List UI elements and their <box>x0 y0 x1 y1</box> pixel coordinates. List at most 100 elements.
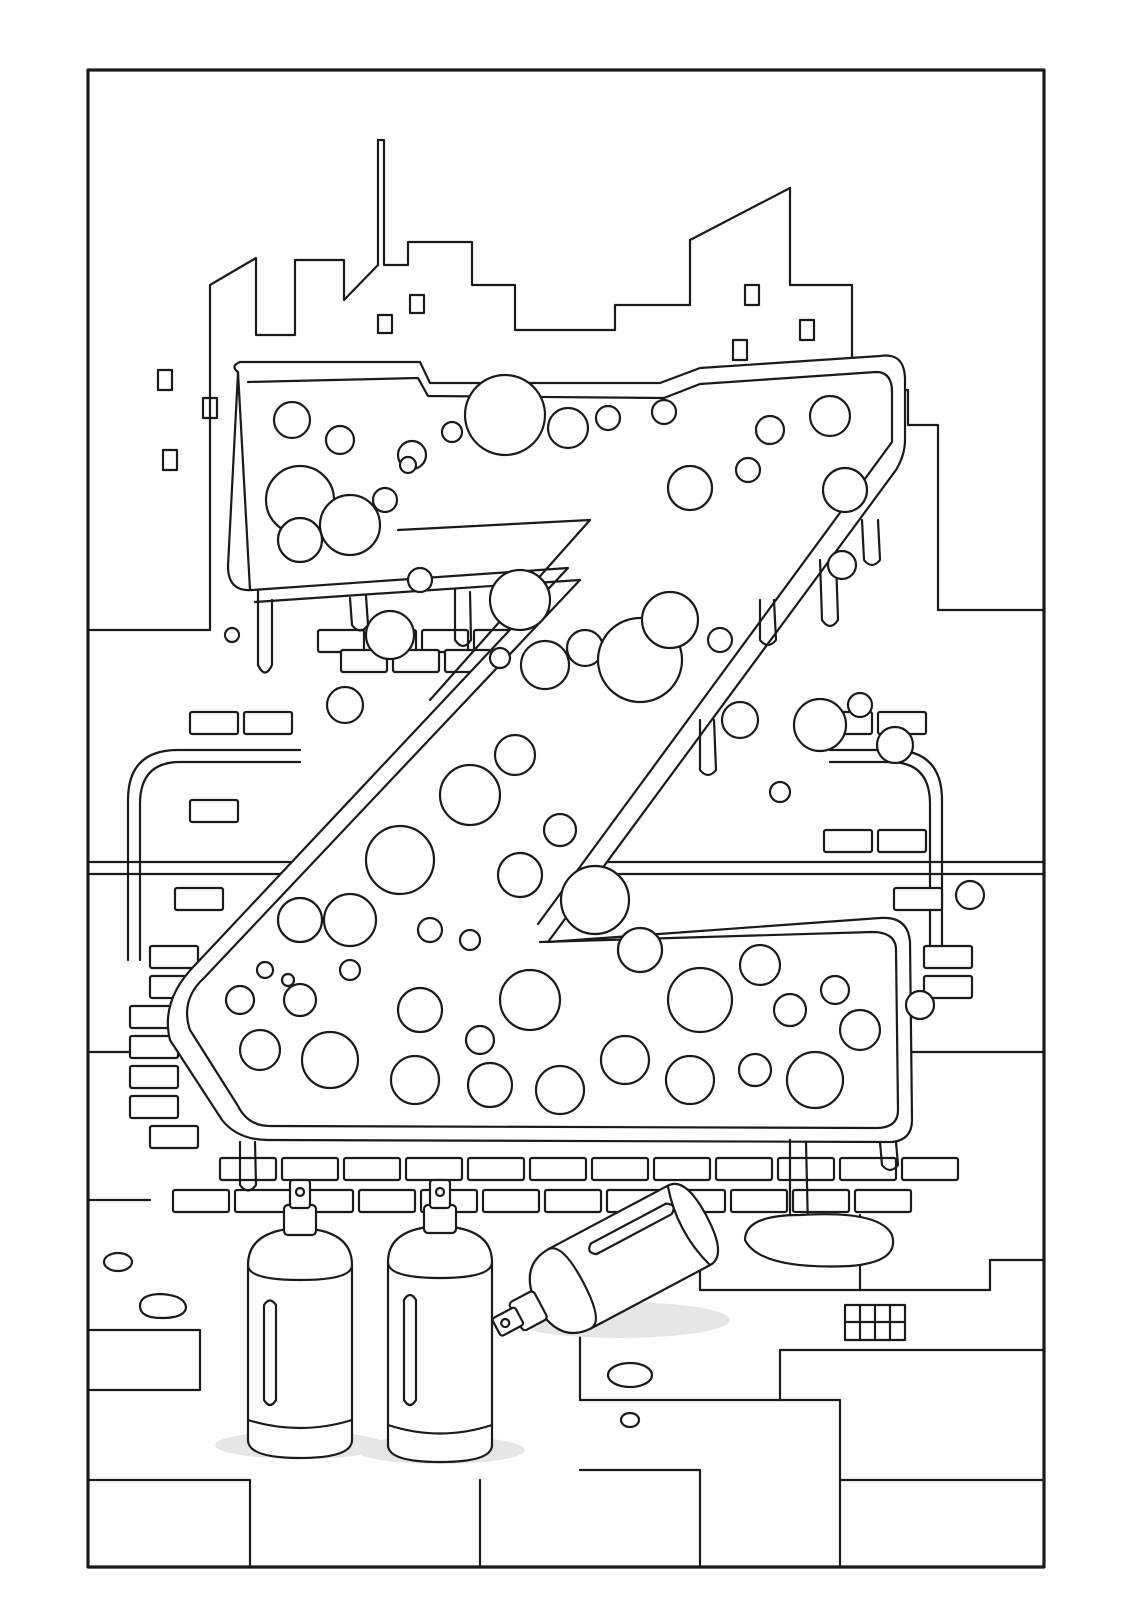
bubble <box>338 958 362 982</box>
brick <box>922 944 974 970</box>
brick <box>148 1124 200 1150</box>
bubble <box>438 763 502 827</box>
bubble <box>496 851 544 899</box>
bubble <box>792 697 848 753</box>
bubble <box>737 1052 773 1088</box>
building-window <box>161 448 179 472</box>
bubble <box>666 966 734 1034</box>
bubble <box>734 456 762 484</box>
bubble <box>488 646 512 670</box>
brick <box>822 828 874 854</box>
bubble <box>318 493 382 557</box>
bubble <box>772 992 808 1028</box>
bubble <box>398 455 418 475</box>
bubble <box>371 486 399 514</box>
bubble <box>463 373 547 457</box>
bubble <box>594 404 622 432</box>
building-window <box>798 318 816 342</box>
bubble <box>821 466 869 514</box>
bubble <box>364 609 416 661</box>
bubble <box>546 406 590 450</box>
bubble <box>325 685 365 725</box>
brick <box>714 1156 774 1182</box>
brick <box>853 1188 913 1214</box>
bubble <box>324 424 356 456</box>
brick <box>481 1188 541 1214</box>
bubble <box>466 1061 514 1109</box>
building-window <box>201 396 219 420</box>
fallen-spray-can <box>491 1182 730 1338</box>
bubble <box>534 1064 586 1116</box>
bubble <box>280 972 296 988</box>
bubble <box>300 1030 360 1090</box>
bubble <box>493 733 537 777</box>
bubble <box>276 516 324 564</box>
bubble <box>904 989 936 1021</box>
bubble <box>838 1008 882 1052</box>
bubble <box>875 725 915 765</box>
brick <box>420 628 470 654</box>
bubble <box>954 879 986 911</box>
bubble <box>488 568 552 632</box>
standing-spray-can <box>355 1178 525 1464</box>
bubble <box>224 984 256 1016</box>
bubble <box>826 549 858 581</box>
brick <box>233 1188 293 1214</box>
brick <box>404 1156 464 1182</box>
bubble <box>464 1024 496 1056</box>
tiled-pavement <box>86 1198 1046 1569</box>
bubble <box>599 1034 651 1086</box>
standing-spray-can <box>215 1178 385 1460</box>
bubble <box>819 974 851 1006</box>
bubble <box>255 960 275 980</box>
bubble <box>846 691 874 719</box>
brick <box>900 1156 960 1182</box>
brick <box>242 710 294 736</box>
brick <box>280 1156 340 1182</box>
bubble <box>519 639 571 691</box>
brick <box>218 1156 278 1182</box>
bubble <box>754 414 786 446</box>
brick <box>173 886 225 912</box>
brick <box>316 628 366 654</box>
bubble <box>559 864 631 936</box>
brick <box>922 974 974 1000</box>
brick <box>339 648 389 674</box>
brick <box>729 1188 789 1214</box>
brick <box>876 828 928 854</box>
bubble <box>666 464 714 512</box>
bubble <box>706 626 734 654</box>
bubble <box>498 968 562 1032</box>
brick <box>466 1156 526 1182</box>
brick <box>652 1156 712 1182</box>
page-frame <box>86 68 1046 1569</box>
bubble <box>272 400 312 440</box>
bubble <box>616 926 664 974</box>
bubble <box>640 590 700 650</box>
brick <box>528 1156 588 1182</box>
brick <box>171 1188 231 1214</box>
brick <box>543 1188 603 1214</box>
bubble <box>416 916 444 944</box>
bubble <box>785 1050 845 1110</box>
brick <box>391 648 441 674</box>
brick <box>188 798 240 824</box>
brick <box>357 1188 417 1214</box>
building-window <box>408 293 426 315</box>
brick <box>590 1156 650 1182</box>
building-window <box>156 368 174 392</box>
bubble <box>768 780 792 804</box>
brick <box>892 886 944 912</box>
brick <box>148 944 200 970</box>
bubble <box>738 943 782 987</box>
brick <box>188 710 240 736</box>
bubble <box>396 986 444 1034</box>
bubble <box>440 420 464 444</box>
letter-bubbles <box>223 373 986 1116</box>
bubble <box>808 394 852 438</box>
bubble <box>664 1054 716 1106</box>
brick <box>128 1094 180 1120</box>
bubble <box>406 566 434 594</box>
brick <box>128 1064 180 1090</box>
bubble <box>282 982 318 1018</box>
